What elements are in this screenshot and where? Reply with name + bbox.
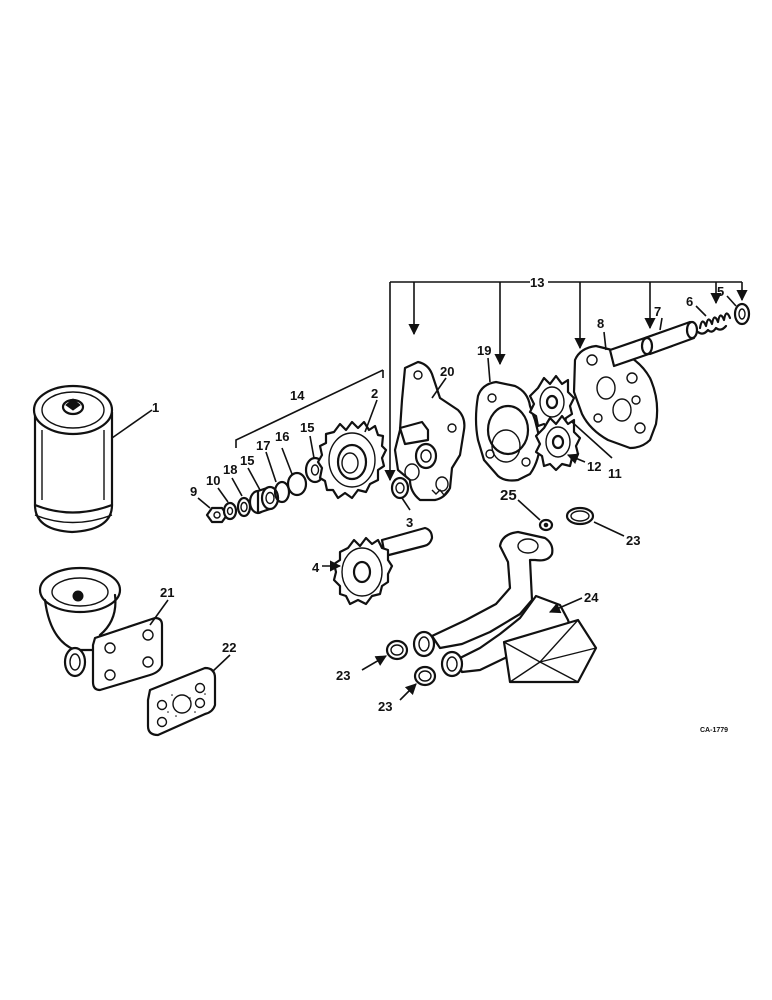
gasket-part <box>146 666 217 737</box>
callout-13: 13 <box>530 275 544 290</box>
callout-10: 10 <box>206 473 220 488</box>
o-ring-lower-part <box>413 665 437 687</box>
oil-filter-part <box>32 384 114 534</box>
callout-18: 18 <box>223 462 237 477</box>
washer-part <box>222 501 238 521</box>
callout-11: 11 <box>608 466 622 481</box>
callout-2: 2 <box>371 386 378 401</box>
callout-16: 16 <box>275 429 289 444</box>
drive-gear-part <box>332 526 434 606</box>
bushing-part <box>390 476 410 500</box>
idler-gear-part <box>316 420 388 500</box>
callout-24: 24 <box>584 590 599 605</box>
leader-lines <box>111 281 748 701</box>
snap-ring-part <box>273 480 291 504</box>
callout-3: 3 <box>406 515 413 530</box>
callout-20: 20 <box>440 364 454 379</box>
callout-6: 6 <box>686 294 693 309</box>
callout-23-upper: 23 <box>626 533 640 548</box>
o-ring-upper-part <box>565 506 595 526</box>
pump-cover-part <box>572 344 659 450</box>
callout-1: 1 <box>152 400 159 415</box>
callout-23-middle: 23 <box>336 668 350 683</box>
callout-23-lower: 23 <box>378 699 392 714</box>
filter-base-part <box>38 566 164 692</box>
pump-body-part <box>393 360 466 502</box>
suction-tube-part <box>412 530 598 684</box>
retainer-part <box>733 302 751 326</box>
callout-9: 9 <box>190 484 197 499</box>
pump-housing-part <box>474 380 542 482</box>
callout-25: 25 <box>500 487 517 504</box>
o-ring-middle-part <box>385 639 409 661</box>
callout-15-left: 15 <box>240 453 254 468</box>
callout-8: 8 <box>597 316 604 331</box>
callout-14: 14 <box>290 388 305 403</box>
reference-code: CA-1779 <box>700 727 728 734</box>
plunger-part <box>640 320 699 356</box>
callout-21: 21 <box>160 585 174 600</box>
callout-labels: 1 2 3 4 5 6 7 8 9 10 11 12 13 14 15 15 1… <box>152 275 724 714</box>
callout-7: 7 <box>654 304 661 319</box>
callout-15-right: 15 <box>300 420 314 435</box>
callout-5: 5 <box>717 284 724 299</box>
ring-part <box>286 471 308 497</box>
callout-22: 22 <box>222 640 236 655</box>
callout-19: 19 <box>477 343 491 358</box>
spacer-part <box>236 496 252 518</box>
callout-4: 4 <box>312 560 320 575</box>
callout-12: 12 <box>587 459 601 474</box>
callout-17: 17 <box>256 438 270 453</box>
bearing-left-part <box>248 485 280 515</box>
spring-part <box>696 312 732 335</box>
plug-part <box>538 518 554 532</box>
